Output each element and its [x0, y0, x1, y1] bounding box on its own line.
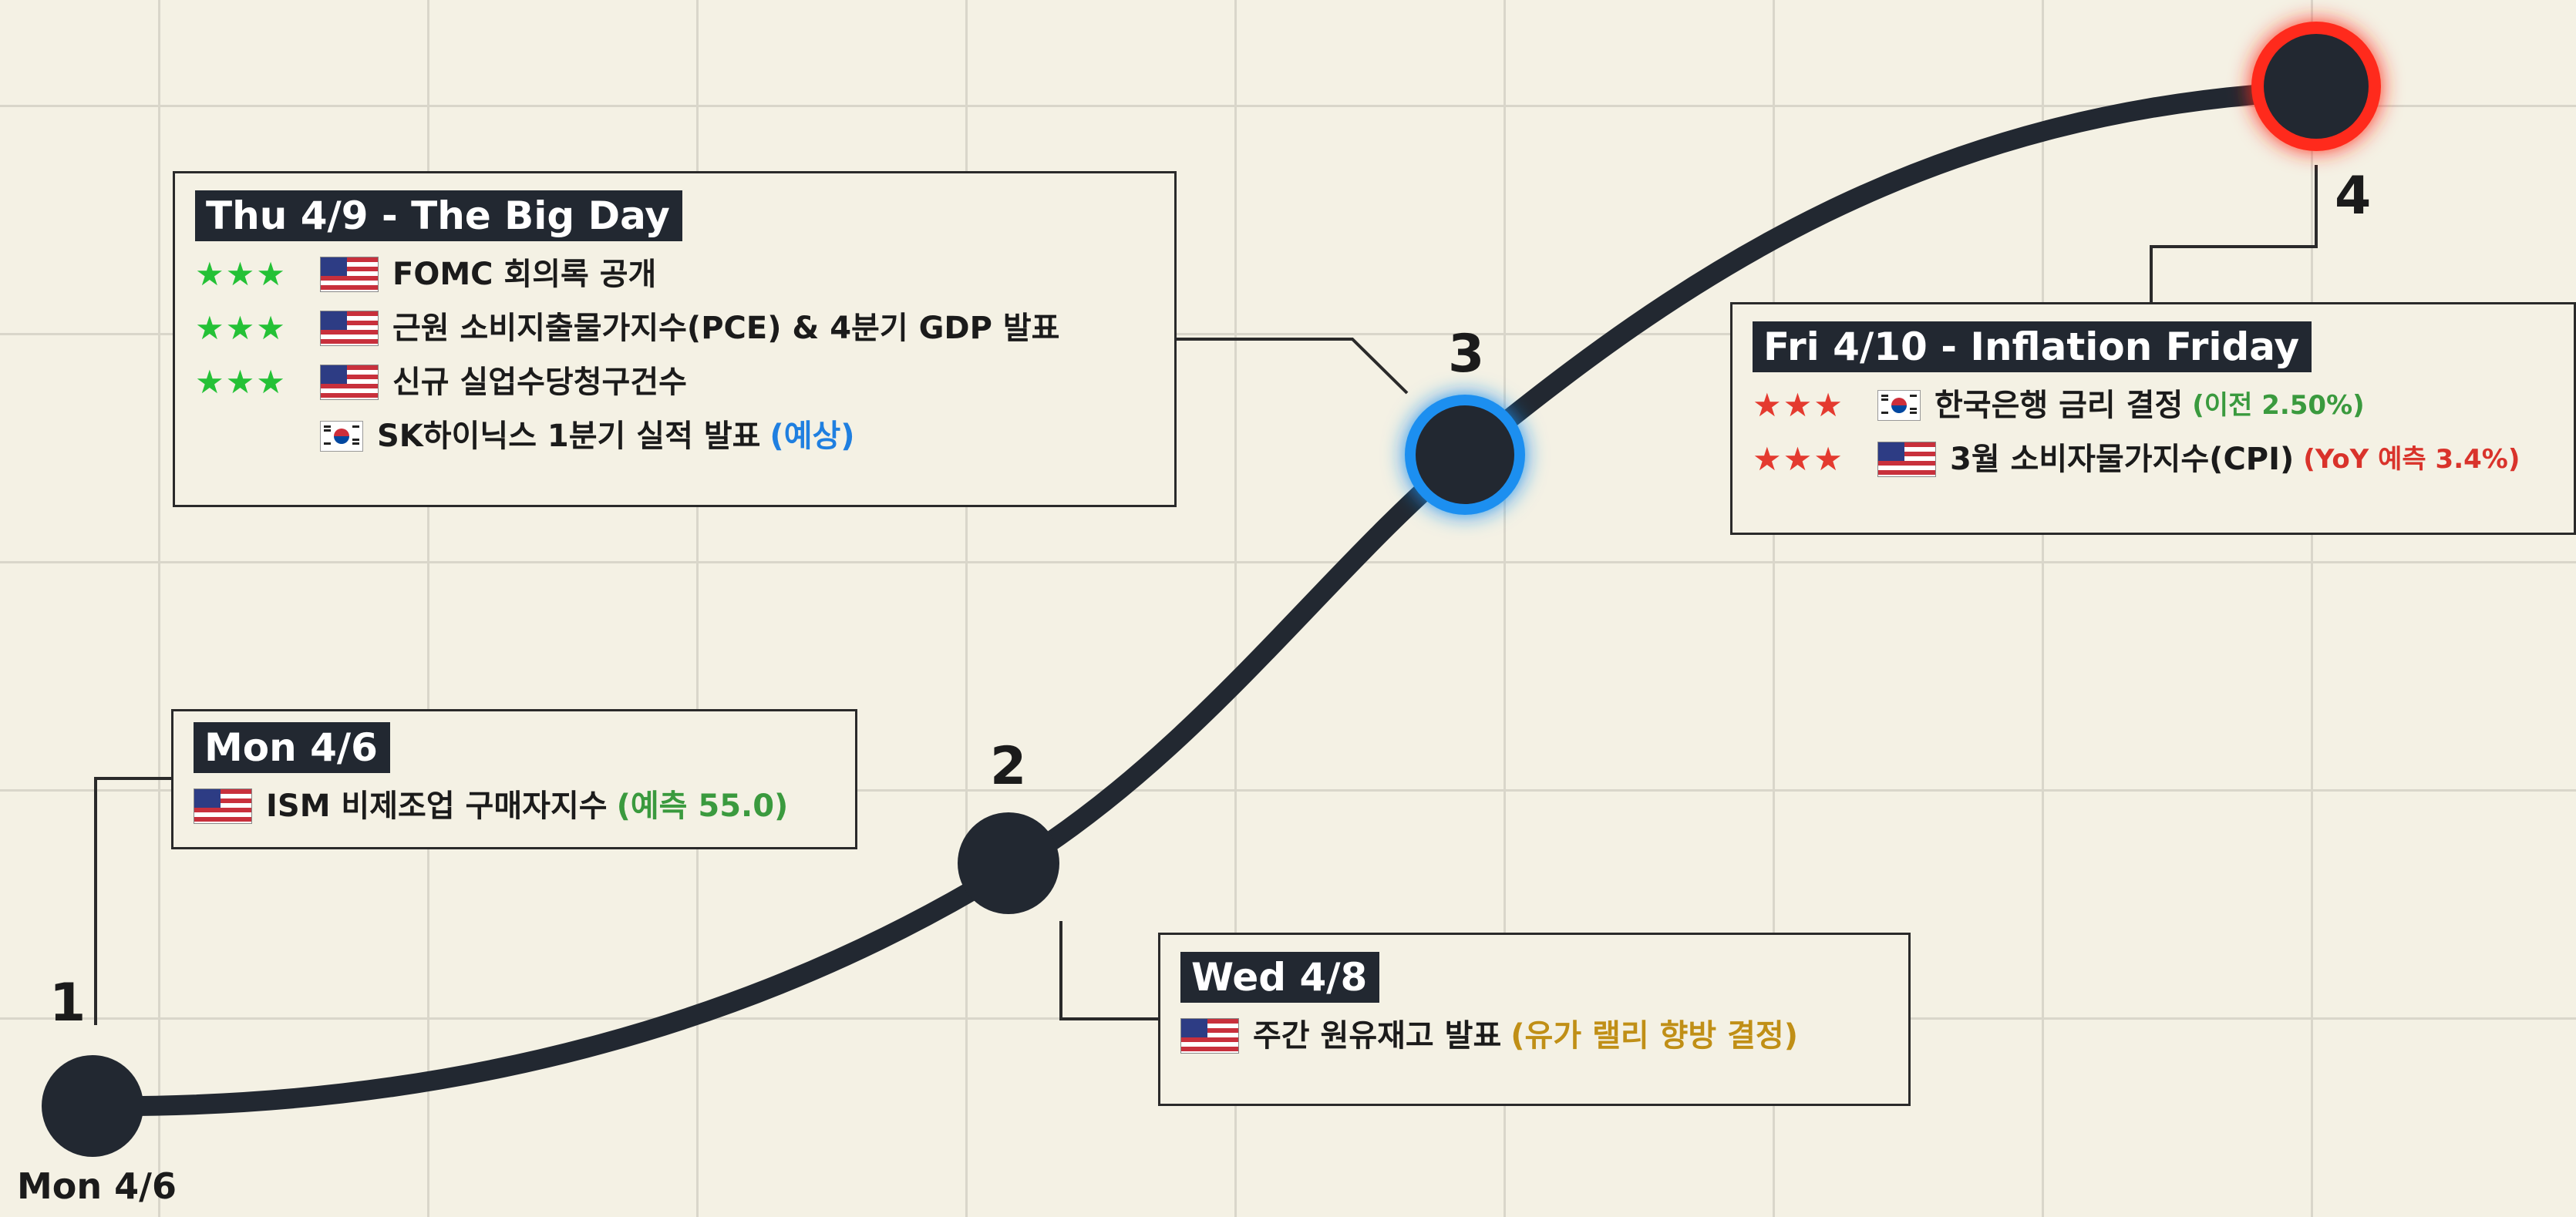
us-flag-icon — [194, 788, 252, 824]
event-row: ★★★ 근원 소비지출물가지수(PCE) & 4분기 GDP 발표 — [195, 301, 1174, 355]
event-row: ISM 비제조업 구매자지수 (예측 55.0) — [194, 779, 855, 833]
event-box-title: Fri 4/10 - Inflation Friday — [1753, 321, 2312, 372]
event-row: ★★★ FOMC 회의록 공개 — [195, 247, 1174, 301]
connector-line-3 — [1177, 338, 1409, 395]
connector-line-1 — [94, 777, 173, 1025]
us-flag-icon — [1877, 442, 1936, 477]
event-box-title: Thu 4/9 - The Big Day — [195, 190, 682, 241]
importance-stars: ★★★ — [195, 255, 287, 293]
importance-stars: ★★★ — [1753, 386, 1844, 424]
event-text: FOMC 회의록 공개 — [392, 257, 657, 292]
event-box-title: Wed 4/8 — [1180, 952, 1380, 1003]
event-box-fri: Fri 4/10 - Inflation Friday ★★★ 한국은행 금리 … — [1730, 302, 2576, 535]
event-note: (예측 55.0) — [616, 788, 789, 824]
milestone-number-4: 4 — [2335, 166, 2372, 227]
importance-stars: ★★★ — [195, 309, 287, 347]
event-text: 3월 소비자물가지수(CPI) — [1950, 442, 2295, 477]
milestone-number-3: 3 — [1448, 324, 1485, 385]
milestone-node-2 — [958, 812, 1059, 914]
milestone-node-4 — [2264, 34, 2369, 139]
timeline-curve — [82, 81, 2323, 1117]
kr-flag-icon — [320, 421, 363, 452]
us-flag-icon — [320, 365, 379, 400]
connector-line-2 — [1059, 921, 1160, 1020]
event-row: 주간 원유재고 발표 (유가 랠리 향방 결정) — [1180, 1009, 1908, 1063]
kr-flag-icon — [1877, 390, 1921, 421]
event-row: ★★★ 신규 실업수당청구건수 — [195, 355, 1174, 409]
event-note: (유가 랠리 향방 결정) — [1510, 1018, 1799, 1054]
event-row: SK하이닉스 1분기 실적 발표 (예상) — [195, 409, 1174, 463]
milestone-number-1: 1 — [49, 973, 86, 1034]
event-text: 주간 원유재고 발표 — [1253, 1018, 1502, 1054]
axis-date-label: Mon 4/6 — [17, 1165, 177, 1207]
event-text: ISM 비제조업 구매자지수 — [266, 788, 608, 824]
event-text: 신규 실업수당청구건수 — [392, 365, 687, 400]
milestone-number-2: 2 — [990, 736, 1027, 797]
event-note: (YoY 예측 3.4%) — [2303, 444, 2520, 475]
us-flag-icon — [320, 311, 379, 346]
event-box-thu: Thu 4/9 - The Big Day ★★★ FOMC 회의록 공개 ★★… — [173, 171, 1177, 507]
event-text: 한국은행 금리 결정 — [1935, 388, 2184, 423]
event-box-mon: Mon 4/6 ISM 비제조업 구매자지수 (예측 55.0) — [171, 709, 857, 849]
event-text: 근원 소비지출물가지수(PCE) & 4분기 GDP 발표 — [392, 311, 1060, 346]
milestone-node-3 — [1416, 405, 1514, 504]
event-box-wed: Wed 4/8 주간 원유재고 발표 (유가 랠리 향방 결정) — [1158, 933, 1911, 1106]
importance-stars: ★★★ — [1753, 440, 1844, 478]
importance-stars: ★★★ — [195, 363, 287, 401]
milestone-node-1 — [42, 1055, 143, 1157]
us-flag-icon — [320, 257, 379, 292]
event-note: (이전 2.50%) — [2192, 390, 2365, 421]
event-row: ★★★ 한국은행 금리 결정 (이전 2.50%) — [1753, 378, 2574, 432]
event-text: SK하이닉스 1분기 실적 발표 — [377, 419, 761, 454]
event-note: (예상) — [769, 419, 855, 454]
connector-line-4 — [2150, 165, 2318, 304]
us-flag-icon — [1180, 1018, 1239, 1054]
event-box-title: Mon 4/6 — [194, 722, 390, 773]
event-row: ★★★ 3월 소비자물가지수(CPI) (YoY 예측 3.4%) — [1753, 432, 2574, 486]
